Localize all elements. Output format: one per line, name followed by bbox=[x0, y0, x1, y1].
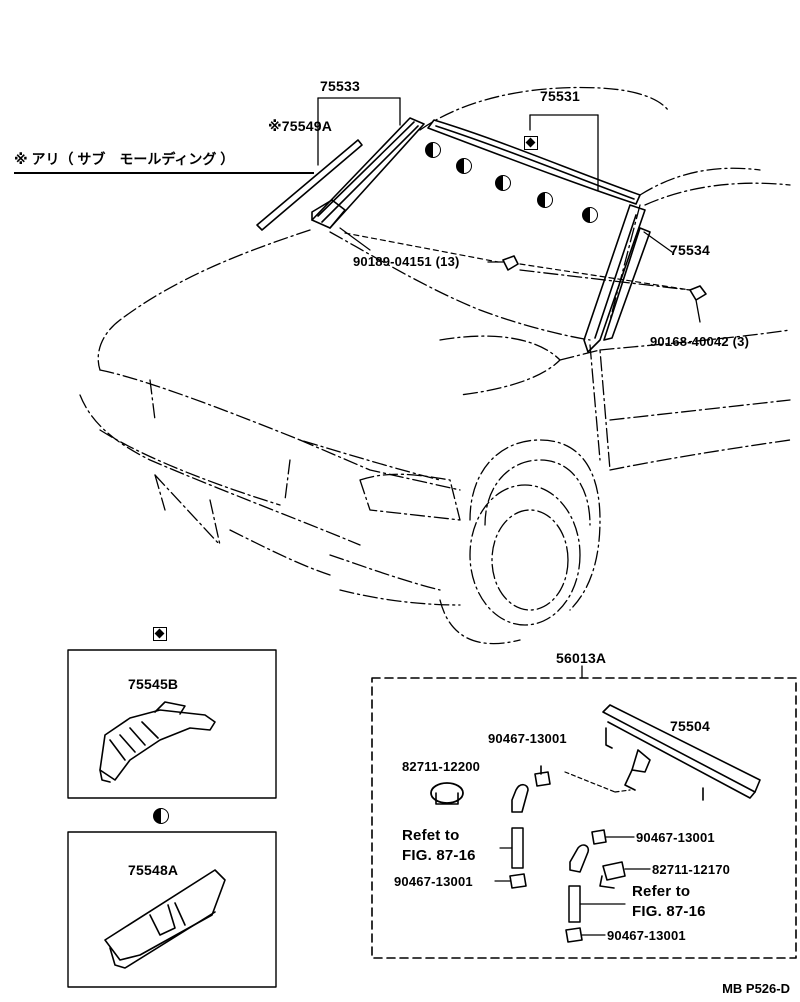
sub-molding-75549A bbox=[256, 139, 363, 231]
label-90467-b: 90467-13001 bbox=[636, 830, 715, 845]
half-circle-symbol bbox=[495, 175, 511, 191]
label-90467-a: 90467-13001 bbox=[488, 731, 567, 746]
washer-set-frame bbox=[371, 677, 797, 959]
leader-75533 bbox=[317, 97, 401, 166]
pillar-molding-75533 bbox=[311, 117, 425, 229]
label-82711-12200: 82711-12200 bbox=[402, 759, 481, 774]
label-75548A: 75548A bbox=[128, 862, 179, 878]
pillar-molding-75534 bbox=[583, 204, 651, 353]
hose-clamp-82711-12170 bbox=[599, 861, 626, 889]
label-90168: 90168-40042 (3) bbox=[650, 334, 750, 349]
label-82711-12170: 82711-12170 bbox=[652, 862, 731, 877]
label-90467-d: 90467-13001 bbox=[607, 928, 686, 943]
label-75549A: ※75549A bbox=[268, 118, 333, 134]
label-90189: 90189-04151 (13) bbox=[353, 254, 460, 269]
half-circle-symbol bbox=[425, 142, 441, 158]
front-wheel bbox=[469, 484, 581, 626]
half-circle-symbol bbox=[153, 808, 169, 824]
inset-75548A-frame bbox=[67, 831, 277, 988]
half-circle-symbol bbox=[456, 158, 472, 174]
hose-straight-left bbox=[511, 827, 524, 869]
label-56013A: 56013A bbox=[556, 650, 607, 666]
half-circle-symbol bbox=[582, 207, 598, 223]
label-75533: 75533 bbox=[320, 78, 360, 94]
leader-75531 bbox=[529, 114, 599, 191]
clip-90467-d bbox=[565, 927, 583, 943]
washer-nozzle-75504 bbox=[602, 704, 761, 801]
clip-90467-c bbox=[509, 873, 527, 889]
hose-straight-right bbox=[568, 885, 581, 923]
car-body-outline bbox=[79, 86, 791, 645]
page-reference-code: MB P526-D bbox=[722, 981, 790, 996]
refer-left-line1: Refet to bbox=[402, 827, 460, 844]
label-75545B: 75545B bbox=[128, 676, 179, 692]
joint-90467-a bbox=[534, 765, 551, 787]
label-90467-c: 90467-13001 bbox=[394, 874, 473, 889]
hose-clamp-82711-12200 bbox=[430, 782, 464, 805]
bracket-75545B bbox=[99, 701, 216, 783]
clip-90189 bbox=[487, 255, 519, 271]
half-circle-symbol bbox=[537, 192, 553, 208]
diamond-square-symbol bbox=[153, 627, 167, 641]
bracket-75548A bbox=[104, 869, 226, 969]
inset-75545B-frame bbox=[67, 649, 277, 799]
refer-right-line1: Refer to bbox=[632, 883, 691, 900]
note-underline bbox=[14, 172, 314, 174]
label-75504: 75504 bbox=[670, 718, 710, 734]
hose-bend-right bbox=[569, 844, 590, 873]
joint-90467-b bbox=[591, 829, 607, 845]
diamond-square-symbol bbox=[524, 136, 538, 150]
label-75531: 75531 bbox=[540, 88, 580, 104]
sub-molding-note: ※ アリ（ サブ モールディング ） bbox=[14, 151, 235, 167]
refer-right-line2: FIG. 87-16 bbox=[632, 903, 706, 920]
windshield-molding-75531 bbox=[427, 119, 641, 205]
hose-bend-left bbox=[511, 783, 529, 813]
label-75534: 75534 bbox=[670, 242, 710, 258]
refer-left-line2: FIG. 87-16 bbox=[402, 847, 476, 864]
clip-90168 bbox=[689, 285, 707, 323]
